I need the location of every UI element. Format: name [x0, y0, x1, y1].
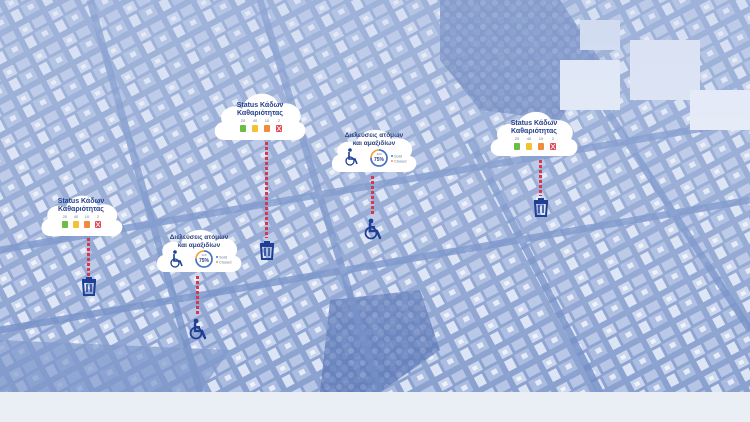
card-title-line1: Status Κάδων	[57, 198, 105, 205]
bin-count-green: 20	[63, 214, 68, 219]
bin-count-orange: 10	[265, 118, 270, 123]
bin-count-yellow: 40	[527, 136, 532, 141]
pin-line	[539, 160, 542, 196]
pin-line	[265, 142, 268, 238]
card-title-line1: Διελεύσεις ατόμων	[344, 132, 404, 139]
access-passages-card[interactable]: Διελεύσεις ατόμων και αμαξιδίων 120 75% …	[328, 114, 420, 176]
yellow-bin-icon	[252, 125, 258, 132]
red-bin-icon	[276, 125, 282, 132]
card-title-line2: και αμαξιδίων	[352, 140, 396, 147]
bin-count-red: 2	[278, 118, 281, 123]
wheelchair-icon[interactable]	[362, 218, 384, 240]
orange-bin-icon	[84, 221, 90, 228]
progress-ring: 120 75%	[195, 250, 213, 268]
card-title-line1: Status Κάδων	[510, 120, 558, 127]
legend-closed: Closed	[394, 159, 406, 164]
cloud-shape	[214, 93, 306, 140]
ring-top-value: 120	[376, 152, 381, 156]
access-stats: 120 75% Sold Closed	[170, 250, 231, 268]
city-background	[0, 0, 750, 392]
pin-line	[87, 238, 90, 276]
red-bin-icon	[95, 221, 101, 228]
wheelchair-icon	[170, 250, 183, 268]
card-title-line2: Καθαριότητας	[511, 128, 557, 135]
bin-counters: 20 40 10 2	[62, 214, 101, 228]
bin-count-orange: 10	[539, 136, 544, 141]
legend-closed: Closed	[219, 260, 231, 265]
legend-sold: Sold	[219, 255, 227, 260]
bin-count-red: 2	[552, 136, 555, 141]
bin-status-card[interactable]: Status Κάδων Καθαριότητας 20 40 10 2	[36, 182, 126, 240]
bin-count-orange: 10	[85, 214, 90, 219]
access-stats: 120 75% Sold Closed	[345, 148, 406, 167]
orange-bin-icon	[264, 125, 270, 132]
pin-line	[196, 276, 199, 316]
red-bin-icon	[550, 143, 556, 150]
bin-count-green: 20	[515, 136, 520, 141]
ring-top-value: 120	[201, 253, 206, 257]
trash-bin-icon[interactable]	[258, 240, 276, 260]
ring-percent: 75%	[374, 157, 385, 163]
green-bin-icon	[514, 143, 520, 150]
legend-sold: Sold	[394, 154, 402, 159]
card-title-line2: και αμαξιδίων	[177, 242, 221, 249]
bin-count-yellow: 40	[74, 214, 79, 219]
wheelchair-icon[interactable]	[187, 318, 209, 340]
bin-count-green: 20	[241, 118, 246, 123]
ring-percent: 75%	[199, 258, 210, 264]
green-bin-icon	[62, 221, 68, 228]
trash-bin-icon[interactable]	[80, 276, 98, 296]
pin-line	[371, 176, 374, 214]
bin-status-card[interactable]: Status Κάδων Καθαριότητας 20 40 10 2	[210, 80, 310, 144]
progress-ring: 120 75%	[370, 149, 388, 167]
yellow-bin-icon	[526, 143, 532, 150]
access-passages-card[interactable]: Διελεύσεις ατόμων και αμαξιδίων 120 75% …	[153, 214, 245, 276]
cloud-shape	[41, 195, 123, 236]
aerial-city-map: Status Κάδων Καθαριότητας 20 40 10 2 Διε…	[0, 0, 750, 392]
card-title-line2: Καθαριότητας	[237, 110, 283, 117]
green-bin-icon	[240, 125, 246, 132]
card-title-line1: Status Κάδων	[236, 102, 284, 109]
footer-bar	[0, 392, 750, 422]
bin-counters: 20 40 10 2	[514, 136, 556, 150]
trash-bin-icon[interactable]	[532, 197, 550, 217]
bin-status-card[interactable]: Status Κάδων Καθαριότητας 20 40 10 2	[486, 98, 582, 160]
card-title-line2: Καθαριότητας	[58, 206, 104, 213]
orange-bin-icon	[538, 143, 544, 150]
bin-count-red: 2	[97, 214, 100, 219]
bin-count-yellow: 40	[253, 118, 258, 123]
yellow-bin-icon	[73, 221, 79, 228]
card-title-line1: Διελεύσεις ατόμων	[169, 234, 229, 241]
wheelchair-icon	[345, 148, 358, 166]
bin-counters: 20 40 10 2	[240, 118, 282, 132]
